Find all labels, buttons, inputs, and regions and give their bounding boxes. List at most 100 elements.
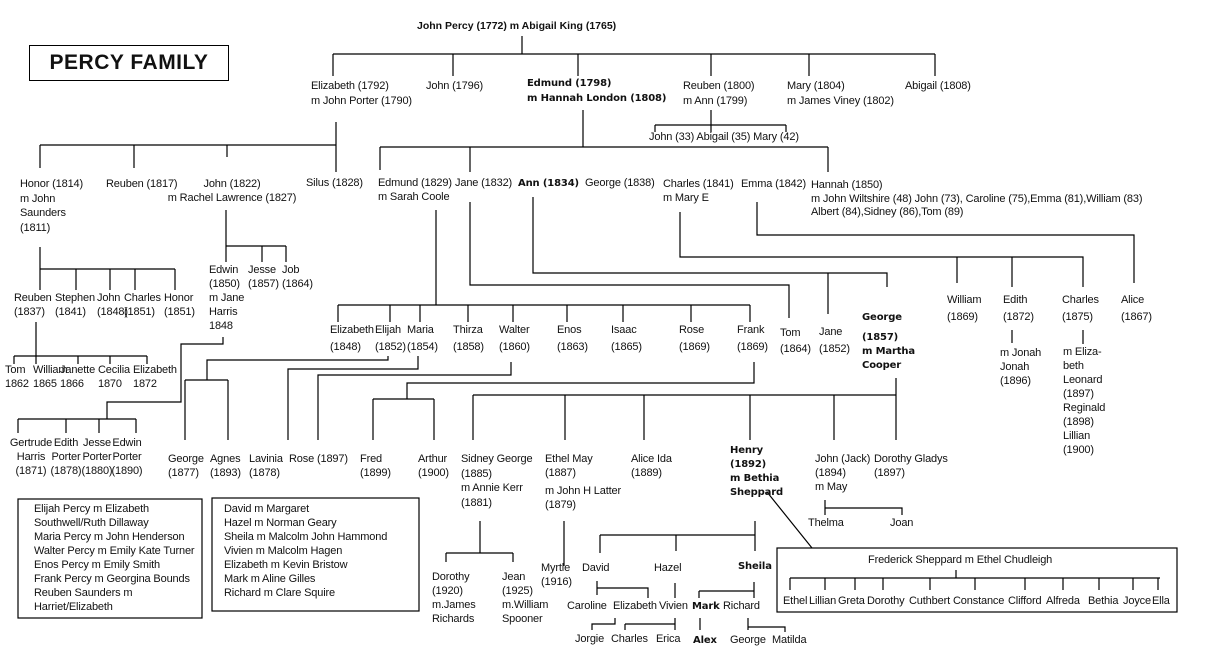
person-detail: (1885) <box>461 467 492 480</box>
person-detail: (1854) <box>407 341 438 353</box>
person-detail: Walter Percy m Emily Kate Turner <box>34 545 195 557</box>
person-detail: (1848) <box>97 306 128 318</box>
connector-reuben-saunders <box>13 322 148 364</box>
person-detail: m John H Latter <box>545 485 622 497</box>
person-name: Walter <box>499 324 530 336</box>
connector-elizabeth <box>39 122 337 172</box>
person-name: Elizabeth (1792) <box>311 80 389 92</box>
person-detail: (1864) <box>780 343 811 355</box>
person-detail: m Sarah Coole <box>378 191 450 203</box>
person-name: Myrtle <box>541 562 571 574</box>
person-name: Janette <box>60 364 96 376</box>
person-name: Charles <box>611 633 648 645</box>
connector-frank <box>372 362 755 440</box>
connector-henry-children <box>596 581 755 598</box>
person-name: Reuben <box>14 292 52 304</box>
person-name: Enos <box>557 324 582 336</box>
person-name: Gertrude <box>9 437 53 449</box>
person-name: Vivien <box>659 600 688 612</box>
person-name: Reuben (1800) <box>683 80 755 92</box>
connector-henry <box>599 491 813 553</box>
person-detail: (1850) <box>209 278 240 290</box>
person-name: Dorothy <box>432 571 470 583</box>
person-name: Cecilia <box>98 364 130 376</box>
person-detail: Reuben Saunders m <box>34 587 133 599</box>
person-detail: (1878) <box>249 467 280 479</box>
person-detail: (1892) <box>730 459 767 470</box>
person-detail: (1811) <box>20 221 51 234</box>
person-name: Abigail (1808) <box>905 80 971 92</box>
person-name: Richard <box>723 600 760 612</box>
person-detail: m Mary E <box>663 192 709 204</box>
person-detail: (1852) <box>375 341 406 353</box>
person-detail: (1857) <box>862 332 899 343</box>
connector-sidney <box>445 521 514 562</box>
person-name: Ethel <box>783 595 808 607</box>
person-detail: Porter <box>82 451 112 463</box>
connector-walter <box>317 362 512 440</box>
person-name: Sheila <box>738 561 772 572</box>
person-detail: (1858) <box>453 341 484 353</box>
person-detail: Cooper <box>862 360 902 371</box>
connector-edith-charles-marriages <box>1011 330 1084 344</box>
person-name: Isaac <box>611 324 637 336</box>
person-name: Elizabeth <box>133 364 177 376</box>
notes-right-box <box>211 497 420 612</box>
person-name: Elijah Percy m Elizabeth <box>34 503 150 515</box>
person-detail: Jonah <box>1000 361 1030 373</box>
person-name: Honor <box>164 292 194 304</box>
person-detail: Vivien m Malcolm Hagen <box>224 545 343 557</box>
person-detail: (1887) <box>545 467 576 479</box>
person-detail: (1898) <box>1063 416 1094 428</box>
person-detail: (1864) <box>282 278 313 290</box>
person-name: Hazel <box>654 562 682 574</box>
person-name: Joan <box>890 517 914 529</box>
person-detail: 1848 <box>209 320 233 332</box>
person-name: Jane (1832) <box>455 177 513 189</box>
person-name: Honor (1814) <box>20 178 84 190</box>
person-name: William <box>33 364 68 376</box>
person-name: Hannah (1850) <box>811 179 883 191</box>
person-name: Lillian <box>809 595 837 607</box>
person-name: m Eliza- <box>1063 346 1102 358</box>
connector-jane <box>469 202 790 318</box>
person-name: Alfreda <box>1046 595 1080 607</box>
person-detail: (1920) <box>432 585 463 597</box>
person-name: Thirza <box>453 324 483 336</box>
person-detail: (1869) <box>947 311 978 323</box>
person-detail: (1900) <box>1063 444 1094 456</box>
person-detail: m Rachel Lawrence (1827) <box>167 192 297 204</box>
person-detail: Richards <box>432 613 475 625</box>
person-name: George <box>862 312 902 323</box>
person-detail: Sheppard <box>730 487 784 498</box>
person-name: Ann (1834) <box>518 178 579 189</box>
person-name: Elijah <box>375 324 402 336</box>
person-detail: m Martha <box>862 346 915 357</box>
connector-charles <box>679 212 1084 287</box>
person-detail: Richard m Clare Squire <box>224 587 336 599</box>
person-name: Fred <box>360 453 383 465</box>
person-name: Emma (1842) <box>741 178 806 190</box>
person-name: Erica <box>656 633 681 645</box>
person-name: Charles <box>1062 294 1099 306</box>
person-detail: (1841) <box>55 306 86 318</box>
person-name: David m Margaret <box>224 503 310 515</box>
person-name: William <box>947 294 982 306</box>
person-name: Henry <box>730 445 763 456</box>
root-couple: John Percy (1772) m Abigail King (1765) <box>417 20 617 32</box>
person-detail: (1857) <box>248 278 279 290</box>
person-name: Dorothy <box>867 595 905 607</box>
person-name: Matilda <box>772 634 807 646</box>
person-name: Edwin <box>112 437 142 449</box>
person-detail: Enos Percy m Emily Smith <box>34 559 160 571</box>
person-name: Elizabeth <box>330 324 374 336</box>
person-name: Jesse <box>83 437 111 449</box>
connector-edmund-jr <box>337 210 751 322</box>
person-detail: (1900) <box>418 467 449 479</box>
person-detail: (1896) <box>1000 375 1031 387</box>
person-detail: beth <box>1063 360 1084 372</box>
sheppard-family-box <box>776 547 1178 613</box>
connector-maria <box>287 356 419 440</box>
person-name: m Jonah <box>1000 347 1042 359</box>
